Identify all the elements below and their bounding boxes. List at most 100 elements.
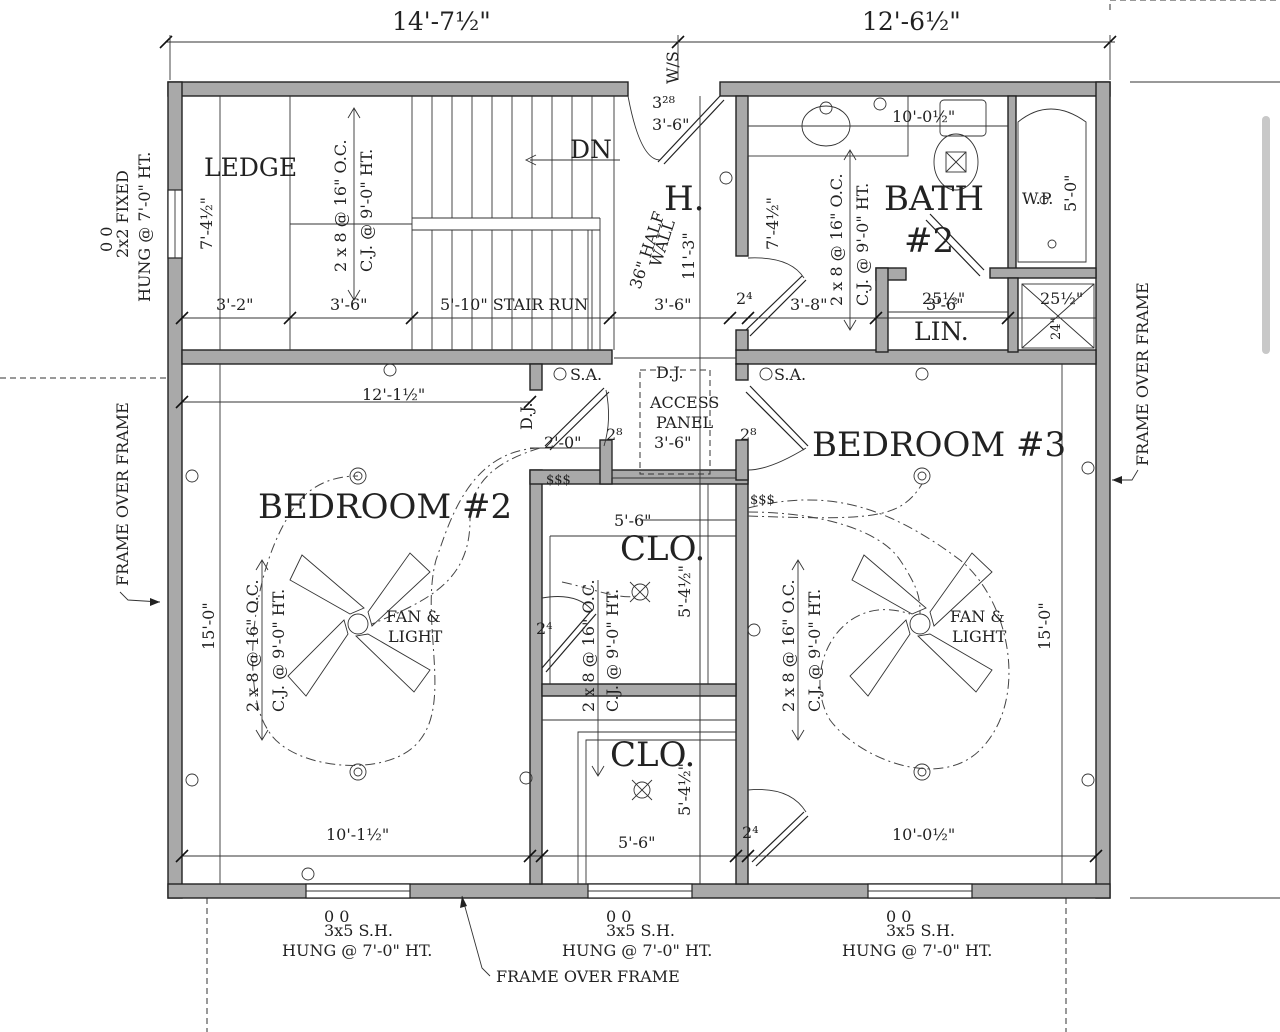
dim-stair-width: 3'-6": [330, 295, 368, 314]
window-c-2: HUNG @ 7'-0" HT.: [842, 941, 992, 960]
room-ledge: LEDGE: [204, 153, 297, 182]
room-hall: H.: [664, 179, 704, 219]
window-b-2: HUNG @ 7'-0" HT.: [562, 941, 712, 960]
dim-hall-length: 11'-3": [679, 232, 698, 280]
toilet-icon: [933, 133, 979, 191]
labels: LEDGE H. BATH #2 BEDROOM #2 BEDROOM #3 C…: [204, 93, 1083, 986]
dim-closet-lower-depth: 5'-4½": [675, 763, 694, 816]
joist-closet-2: C.J. @ 9'-0" HT.: [603, 589, 622, 712]
note-frame-over-frame-bottom: FRAME OVER FRAME: [496, 967, 680, 986]
note-wp: W.P.: [1022, 189, 1053, 208]
hall-door: [627, 95, 725, 165]
room-closet-lower: CLO.: [610, 735, 695, 775]
note-dj: D.J.: [656, 363, 684, 382]
scrollbar[interactable]: [1262, 116, 1270, 354]
note-switch-right: $$$: [750, 493, 775, 508]
closet-lower-door: [747, 789, 809, 867]
dim-door-28-right: 2⁸: [740, 425, 757, 444]
shower-icon: [1021, 283, 1095, 349]
dim-bed2-top: 12'-1½": [362, 385, 425, 404]
joist-bed3-2: C.J. @ 9'-0" HT.: [805, 589, 824, 712]
room-bath-number: #2: [904, 221, 954, 261]
wall-top-left: [167, 81, 629, 97]
fan-light-icon-bedroom2: [287, 552, 431, 697]
dim-shower-b: 24": [1049, 317, 1064, 340]
toilet-tank-icon: [939, 99, 987, 137]
dim-ledge-height: 7'-4½": [197, 197, 216, 250]
access-panel-1: ACCESS: [649, 393, 719, 412]
dim-door-2-0: 2'-0": [544, 433, 582, 452]
window-a-sup: 0 0: [324, 907, 349, 926]
joist-stair-1: 2 x 8 @ 16" O.C.: [331, 139, 350, 272]
bedroom2-door: [544, 387, 610, 451]
wall-closet-right: [735, 469, 749, 885]
dim-top-left: 14'-7½": [392, 7, 491, 36]
window-a-1: 3x5 S.H.: [324, 921, 393, 940]
interior-dimension-lines: [175, 96, 1103, 884]
dim-shower-a: 25½": [922, 289, 965, 308]
joist-stair-2: C.J. @ 9'-0" HT.: [357, 149, 376, 272]
note-fan-1-right: FAN &: [950, 607, 1005, 626]
dim-bed3-height: 15'-0": [1035, 602, 1054, 650]
joist-arrows: [255, 107, 857, 777]
note-switch-left: $$$: [546, 473, 571, 488]
windows-bottom: [305, 883, 973, 899]
dim-bed2-height: 15'-0": [199, 602, 218, 650]
leaders: [119, 469, 1139, 977]
access-panel-2: PANEL: [656, 413, 714, 432]
window-left-sup: 0 0: [97, 227, 116, 252]
dim-bath-width: 3'-8": [790, 295, 828, 314]
note-sa-left: S.A.: [570, 365, 602, 384]
access-panel-3: 3'-6": [654, 433, 692, 452]
stairs: [289, 96, 620, 350]
dim-door-24-closet2: 2⁴: [742, 823, 759, 842]
dim-door-24-closet: 2⁴: [536, 619, 553, 638]
dim-door-32: 3²⁸: [652, 93, 675, 112]
dim-closet-upper-depth: 5'-4½": [675, 565, 694, 618]
wall-closet-mid: [541, 683, 737, 697]
dim-bed3-bottom: 10'-0½": [892, 825, 955, 844]
note-fan-1-left: FAN &: [386, 607, 441, 626]
window-c-1: 3x5 S.H.: [886, 921, 955, 940]
dim-hall-width: 3'-6": [654, 295, 692, 314]
wall-right: [1095, 81, 1111, 899]
joist-bed2-1: 2 x 8 @ 16" O.C.: [243, 579, 262, 712]
window-a-2: HUNG @ 7'-0" HT.: [282, 941, 432, 960]
note-dj-vertical: D.J.: [517, 402, 536, 430]
window-b-1: 3x5 S.H.: [606, 921, 675, 940]
dim-bath-height: 7'-4½": [763, 197, 782, 250]
dim-stair-run: 5'-10" STAIR RUN: [440, 295, 588, 314]
room-linen: LIN.: [914, 317, 969, 346]
wall-mid-right: [735, 349, 1097, 365]
dim-closet-upper-width: 5'-6": [614, 511, 652, 530]
dim-top-right: 12'-6½": [862, 7, 961, 36]
room-closet-upper: CLO.: [620, 529, 705, 569]
dim-shower-a2: 25½": [1040, 289, 1083, 308]
bath-door: [745, 257, 807, 337]
note-ws: W/S: [663, 51, 682, 84]
wiring: [252, 447, 1010, 770]
dim-closet-lower-width: 5'-6": [618, 833, 656, 852]
room-bedroom2: BEDROOM #2: [258, 487, 512, 527]
bathtub-icon: [1017, 108, 1087, 263]
note-frame-over-frame-right: FRAME OVER FRAME: [1133, 282, 1152, 466]
dim-door-28-left: 2⁸: [606, 425, 623, 444]
window-left-2: HUNG @ 7'-0" HT.: [135, 152, 154, 302]
wall-bath-left-upper: [735, 95, 749, 257]
dim-bath-top: 10'-0½": [892, 107, 955, 126]
note-fan-2-right: LIGHT: [952, 627, 1007, 646]
joist-bath-1: 2 x 8 @ 16" O.C.: [827, 173, 846, 306]
access-panel: [639, 369, 711, 475]
wall-closet-left: [529, 469, 543, 885]
wall-top-right: [719, 81, 1111, 97]
window-c-sup: 0 0: [886, 907, 911, 926]
dim-door-24-bath: 2⁴: [736, 289, 753, 308]
top-dimension-line: 14'-7½" 12'-6½": [159, 7, 1117, 80]
wall-bath-left-lower: [735, 329, 749, 351]
bedroom3-door: [745, 385, 809, 471]
joist-bath-2: C.J. @ 9'-0" HT.: [853, 183, 872, 306]
note-sa-right: S.A.: [774, 365, 806, 384]
wall-mid-left: [181, 349, 613, 365]
